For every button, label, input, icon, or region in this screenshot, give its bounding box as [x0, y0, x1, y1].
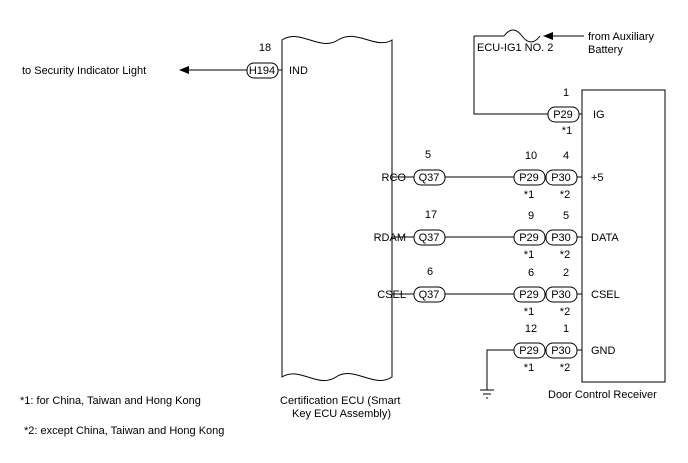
ig-note: *1: [562, 125, 572, 137]
rco-ecu-pin: 5: [425, 149, 431, 161]
p30-rdam-label: P30: [551, 232, 571, 244]
rco-p29-pin: 10: [525, 150, 537, 162]
rco-receiver-signal: +5: [591, 172, 604, 184]
csel-ecu-pin: 6: [427, 266, 433, 278]
receiver-label: Door Control Receiver: [548, 389, 657, 401]
p30-csel-label: P30: [551, 289, 571, 301]
connector-p29-rdam: [513, 229, 546, 246]
footnote-2: *2: except China, Taiwan and Hong Kong: [24, 425, 224, 437]
security-signal: IND: [289, 65, 308, 77]
connector-q37-rco: [413, 169, 446, 186]
q37-rdam-label: Q37: [419, 232, 440, 244]
csel-p29-pin: 6: [528, 267, 534, 279]
connector-p29-csel: [513, 286, 546, 303]
rco-circuit: Q37 P29 P30 RCO 5 10 4 *1 *2 +5: [382, 149, 604, 201]
gnd-note2: *2: [560, 362, 570, 374]
connector-p30-gnd: [545, 342, 578, 359]
ig-signal: IG: [593, 109, 605, 121]
rdam-ecu-pin: 17: [425, 209, 437, 221]
p30-gnd-label: P30: [551, 345, 571, 357]
p29-rdam-label: P29: [519, 232, 539, 244]
connector-p29-rco: [513, 169, 546, 186]
q37-csel-label: Q37: [419, 289, 440, 301]
ig-wire: [473, 36, 548, 115]
p29-rco-label: P29: [519, 172, 539, 184]
csel-receiver-signal: CSEL: [591, 289, 620, 301]
connector-h194-label: H194: [249, 65, 275, 77]
gnd-circuit: P29 P30 12 1 *1 *2 GND: [480, 323, 616, 399]
gnd-p30-pin: 1: [563, 323, 569, 335]
csel-signal: CSEL: [377, 289, 406, 301]
p29-gnd-label: P29: [519, 345, 539, 357]
ig-pin: 1: [563, 87, 569, 99]
footnote-1: *1: for China, Taiwan and Hong Kong: [20, 395, 201, 407]
rdam-signal: RDAM: [374, 232, 406, 244]
ecu-label-line2: Key ECU Assembly): [292, 408, 391, 420]
fuse-label: ECU-IG1 NO. 2: [477, 42, 553, 54]
security-destination-label: to Security Indicator Light: [22, 65, 146, 77]
connector-q37-rdam: [413, 229, 446, 246]
connector-q37-csel: [413, 286, 446, 303]
ecu-label-line1: Certification ECU (Smart: [280, 395, 400, 407]
rdam-p29-pin: 9: [528, 210, 534, 222]
p29-csel-label: P29: [519, 289, 539, 301]
rco-note2: *2: [560, 189, 570, 201]
gnd-p29-pin: 12: [525, 323, 537, 335]
rco-signal: RCO: [382, 172, 407, 184]
connector-p30-csel: [545, 286, 578, 303]
door-control-receiver-box: [581, 89, 666, 383]
rco-note1: *1: [524, 189, 534, 201]
fuse-symbol: [503, 29, 541, 43]
connector-p30-rdam: [545, 229, 578, 246]
csel-note2: *2: [560, 306, 570, 318]
rco-p30-pin: 4: [563, 150, 569, 162]
q37-rco-label: Q37: [419, 172, 440, 184]
connector-p29-ig: [547, 106, 580, 123]
connector-p29-ig-label: P29: [553, 109, 573, 121]
rdam-p30-pin: 5: [563, 210, 569, 222]
connector-p30-rco: [545, 169, 578, 186]
rdam-receiver-signal: DATA: [591, 232, 619, 244]
rdam-circuit: Q37 P29 P30 RDAM 17 9 5 *1 *2 DATA: [374, 209, 620, 261]
csel-p30-pin: 2: [563, 267, 569, 279]
rdam-note2: *2: [560, 249, 570, 261]
connector-p29-gnd: [513, 342, 546, 359]
connector-h194: [246, 62, 279, 79]
gnd-receiver-signal: GND: [591, 345, 616, 357]
certification-ecu-body: [281, 35, 393, 382]
rdam-note1: *1: [524, 249, 534, 261]
battery-label-line1: from Auxiliary: [588, 31, 655, 43]
p30-rco-label: P30: [551, 172, 571, 184]
csel-note1: *1: [524, 306, 534, 318]
security-pin: 18: [259, 42, 271, 54]
csel-circuit: Q37 P29 P30 CSEL 6 6 2 *1 *2 CSEL: [377, 266, 620, 318]
battery-label-line2: Battery: [588, 44, 623, 56]
gnd-note1: *1: [524, 362, 534, 374]
